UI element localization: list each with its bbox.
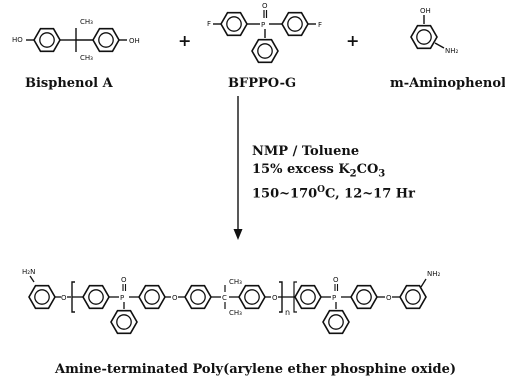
h2n-left-label: H₂N [22, 268, 35, 276]
condition-base-sub1: 2 [349, 168, 357, 180]
m-aminophenol-label: m-Aminophenol [390, 76, 505, 91]
benzene-ring [322, 309, 350, 335]
nh2-right-label: NH₂ [427, 270, 441, 278]
m-aminophenol-structure: OH NH₂ [410, 7, 459, 55]
benzene-ring [350, 284, 378, 310]
product-ch3-top: CH₃ [229, 278, 242, 286]
bpa-ch3-top: CH₃ [80, 18, 93, 26]
ether-o-4: O [386, 294, 392, 302]
condition-solvent: NMP / Toluene [252, 144, 360, 159]
benzene-ring [33, 27, 61, 53]
benzene-ring [294, 284, 322, 310]
bpa-ch3-bottom: CH₃ [80, 54, 93, 62]
product-polymer-structure: H₂N O P O O C CH₃ CH₃ O n [22, 268, 441, 335]
condition-degree: O [317, 185, 326, 195]
benzene-ring [28, 284, 56, 310]
bfppo-p-label: P [261, 21, 265, 29]
product-c-label: C [222, 294, 227, 302]
product-po-2: O [333, 276, 339, 284]
bpa-oh-label: OH [129, 37, 140, 45]
benzene-ring [281, 11, 309, 37]
bfppo-g-structure: F P O F [207, 2, 322, 64]
bfppo-f-left: F [207, 20, 211, 28]
map-oh-label: OH [420, 7, 431, 15]
ether-o-2: O [172, 294, 178, 302]
plus-sign-1: + [178, 31, 191, 50]
reaction-arrow [233, 96, 243, 240]
bisphenol-a-label: Bisphenol A [25, 76, 113, 91]
condition-temp-text: 150~170 [252, 186, 318, 202]
bfppo-f-right: F [318, 21, 322, 29]
bfppo-g-label: BFPPO-G [228, 76, 297, 91]
condition-temperature-time: 150~170OC, 12~17 Hr [252, 181, 415, 203]
benzene-ring [251, 38, 279, 64]
ether-o-1: O [61, 294, 67, 302]
condition-base-mid: CO [356, 162, 379, 177]
product-p-1: P [120, 294, 124, 302]
product-ch3-bottom: CH₃ [229, 309, 242, 317]
product-name-label: Amine-terminated Poly(arylene ether phos… [55, 362, 457, 377]
repeat-n-label: n [285, 308, 290, 317]
condition-base-sub2: 3 [378, 168, 386, 180]
benzene-ring [138, 284, 166, 310]
product-po-1: O [121, 276, 127, 284]
bisphenol-a-structure: HO CH₃ CH₃ OH [12, 18, 140, 62]
benzene-ring [238, 284, 266, 310]
benzene-ring [110, 309, 138, 335]
bpa-ho-label: HO [12, 36, 23, 44]
benzene-ring [92, 27, 120, 53]
benzene-ring [410, 24, 438, 50]
bfppo-o-label: O [262, 2, 268, 10]
product-p-2: P [332, 294, 336, 302]
plus-sign-2: + [346, 31, 359, 50]
benzene-ring [220, 11, 248, 37]
benzene-ring [399, 284, 427, 310]
map-nh2-label: NH₂ [445, 47, 459, 55]
condition-base: 15% excess K2CO3 [252, 161, 385, 184]
benzene-ring [82, 284, 110, 310]
ether-o-3: O [272, 294, 278, 302]
condition-time-text: C, 12~17 Hr [325, 186, 415, 202]
condition-base-text: 15% excess K [252, 162, 350, 177]
benzene-ring [184, 284, 212, 310]
